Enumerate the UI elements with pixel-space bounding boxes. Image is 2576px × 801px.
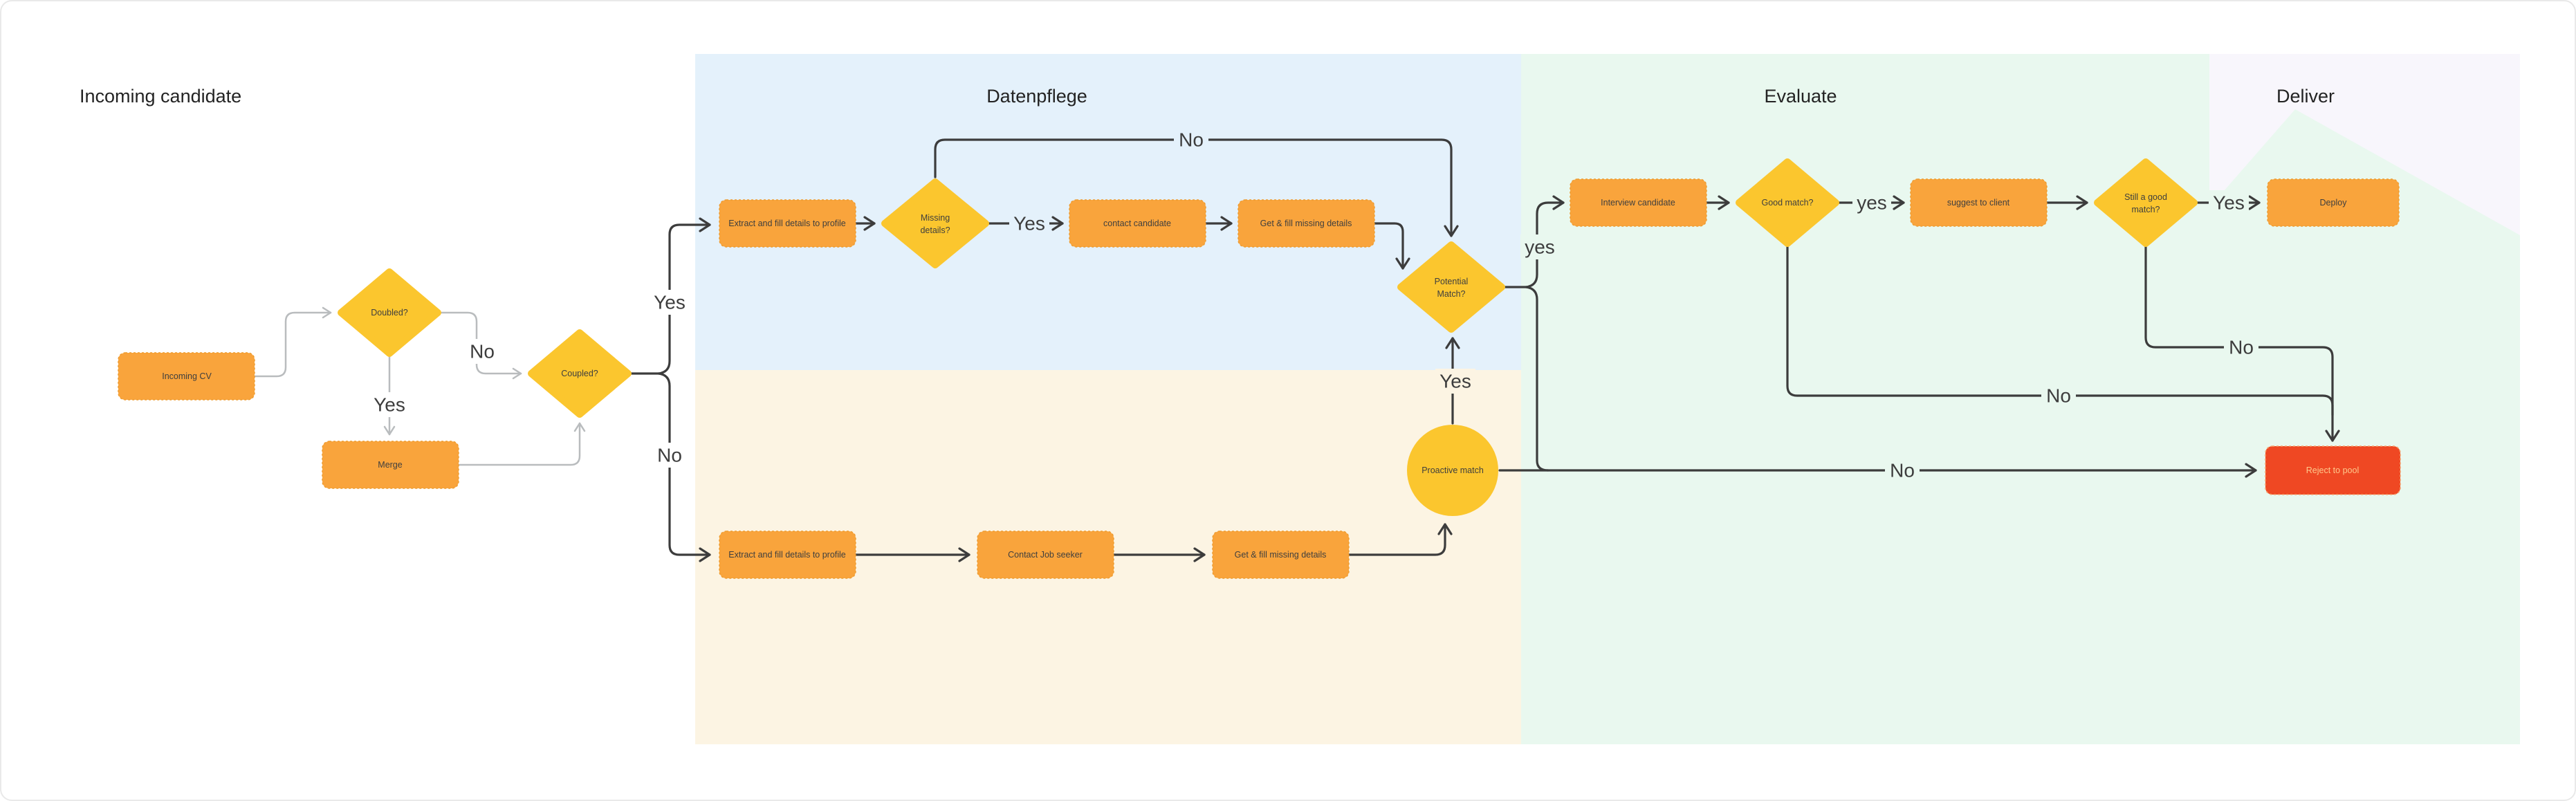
svg-text:Yes: Yes — [1013, 213, 1045, 234]
section-title-datenpflege[interactable]: Datenpflege — [986, 86, 1087, 107]
svg-text:yes: yes — [1525, 237, 1555, 258]
node-good-match[interactable]: Good match? — [1736, 158, 1839, 247]
node-deploy[interactable]: Deploy — [2267, 178, 2400, 227]
deliver-green-overlay — [2209, 109, 2520, 744]
node-get-fill-bottom[interactable]: Get & fill missing details — [1212, 531, 1350, 579]
node-get-fill-top[interactable]: Get & fill missing details — [1238, 199, 1375, 248]
edge-label-coupled-yes[interactable]: Yes — [650, 290, 690, 315]
svg-text:No: No — [657, 445, 682, 466]
node-missing-line1: Missing — [921, 213, 950, 223]
node-merge[interactable]: Merge — [322, 441, 459, 489]
edge-label-proactive-no[interactable]: No — [1885, 458, 1920, 483]
node-proactive-label: Proactive match — [1422, 466, 1484, 475]
node-extract-top-label: Extract and fill details to profile — [728, 219, 846, 228]
node-missing-details[interactable]: Missing details? — [881, 178, 989, 268]
node-incoming-cv-label: Incoming CV — [162, 371, 212, 381]
node-extract-bottom[interactable]: Extract and fill details to profile — [719, 531, 856, 579]
edge-coupled-no-extract-bottom[interactable] — [657, 372, 711, 562]
node-proactive-match[interactable]: Proactive match — [1407, 425, 1498, 516]
edge-label-missing-no-loop[interactable]: No — [1174, 127, 1208, 152]
edge-label-proactive-yes[interactable]: Yes — [1435, 369, 1475, 394]
section-title-deliver[interactable]: Deliver — [2276, 86, 2335, 107]
edge-label-still-no[interactable]: No — [2224, 335, 2258, 360]
edge-label-potential-yes[interactable]: yes — [1520, 234, 1559, 259]
edge-label-still-yes[interactable]: Yes — [2209, 190, 2249, 215]
svg-text:No: No — [470, 341, 495, 362]
node-contact-job-seeker-label: Contact Job seeker — [1008, 550, 1083, 560]
svg-text:Yes: Yes — [1439, 371, 1471, 392]
edge-label-coupled-no[interactable]: No — [652, 443, 687, 468]
node-interview-candidate[interactable]: Interview candidate — [1570, 178, 1707, 227]
node-contact-candidate[interactable]: contact candidate — [1069, 199, 1206, 248]
edge-label-good-yes[interactable]: yes — [1852, 190, 1891, 215]
section-evaluate[interactable] — [1521, 54, 2209, 744]
node-still-line1: Still a good — [2124, 192, 2167, 202]
node-contact-job-seeker[interactable]: Contact Job seeker — [977, 531, 1114, 579]
edge-getfillbottom-proactive[interactable] — [1347, 523, 1453, 556]
node-good-match-label: Good match? — [1761, 198, 1813, 208]
node-contact-candidate-label: contact candidate — [1103, 219, 1171, 228]
node-reject-to-pool[interactable]: Reject to pool — [2265, 445, 2401, 495]
svg-text:No: No — [2229, 337, 2254, 358]
svg-text:No: No — [1179, 129, 1204, 151]
node-potential-line1: Potential — [1435, 277, 1469, 286]
node-get-fill-top-label: Get & fill missing details — [1260, 219, 1352, 228]
node-potential-match[interactable]: Potential Match? — [1397, 241, 1505, 333]
svg-text:Yes: Yes — [2213, 192, 2245, 214]
node-deploy-label: Deploy — [2320, 198, 2348, 208]
node-extract-top[interactable]: Extract and fill details to profile — [719, 199, 856, 248]
svg-text:Yes: Yes — [654, 292, 686, 313]
node-potential-line2: Match? — [1437, 289, 1466, 299]
edge-getfill-potential[interactable] — [1373, 222, 1410, 270]
svg-text:No: No — [2046, 385, 2071, 407]
node-doubled-label: Doubled? — [371, 308, 408, 317]
edge-label-good-no[interactable]: No — [2041, 383, 2076, 408]
node-missing-line2: details? — [920, 225, 950, 235]
node-coupled-label: Coupled? — [561, 369, 598, 378]
edge-label-missing-yes[interactable]: Yes — [1009, 211, 1049, 236]
node-suggest-label: suggest to client — [1947, 198, 2010, 208]
section-title-incoming[interactable]: Incoming candidate — [80, 86, 241, 107]
node-merge-label: Merge — [378, 460, 402, 470]
edge-label-doubled-yes[interactable]: Yes — [369, 392, 410, 417]
edge-merge-to-coupled[interactable] — [457, 422, 586, 466]
node-incoming-cv[interactable]: Incoming CV — [118, 352, 255, 400]
node-get-fill-bottom-label: Get & fill missing details — [1235, 550, 1327, 560]
svg-text:yes: yes — [1857, 192, 1887, 214]
section-title-evaluate[interactable]: Evaluate — [1764, 86, 1837, 107]
node-still-good-match[interactable]: Still a good match? — [2094, 158, 2198, 247]
node-extract-bottom-label: Extract and fill details to profile — [728, 550, 846, 560]
node-still-line2: match? — [2132, 205, 2160, 214]
node-doubled[interactable]: Doubled? — [338, 268, 441, 357]
edge-cv-to-doubled[interactable] — [253, 306, 332, 378]
edge-label-doubled-no[interactable]: No — [465, 339, 499, 364]
node-coupled[interactable]: Coupled? — [528, 329, 632, 418]
node-suggest-to-client[interactable]: suggest to client — [1910, 178, 2048, 227]
node-interview-label: Interview candidate — [1601, 198, 1675, 208]
node-reject-label: Reject to pool — [2306, 466, 2359, 475]
svg-text:Yes: Yes — [374, 394, 405, 416]
svg-text:No: No — [1890, 460, 1915, 481]
